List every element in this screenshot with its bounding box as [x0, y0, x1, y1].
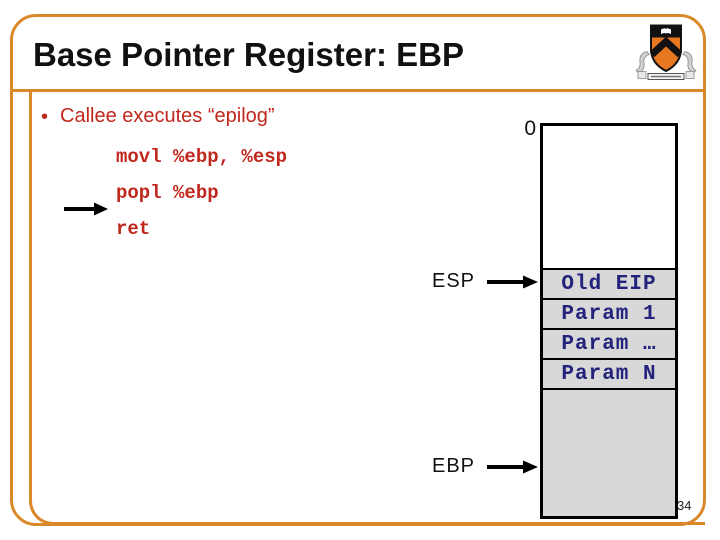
bullet-marker: •	[41, 106, 49, 128]
page-number: 34	[677, 498, 692, 513]
code-line-popl: popl %ebp	[116, 182, 219, 204]
body-border-line	[29, 91, 705, 525]
esp-register-label: ESP	[432, 270, 476, 292]
ebp-register-label: EBP	[432, 455, 476, 477]
stack-empty-region	[543, 126, 675, 268]
stack-frame-region	[543, 388, 675, 516]
stack-cell-old-eip: Old EIP	[543, 268, 675, 298]
page-title: Base Pointer Register: EBP	[33, 36, 464, 73]
ebp-pointer-arrow-icon	[487, 460, 538, 474]
stack-diagram: Old EIP Param 1 Param … Param N	[540, 123, 678, 519]
stack-cell-param-dots: Param …	[543, 328, 675, 358]
title-divider-line	[10, 89, 706, 92]
esp-pointer-arrow-icon	[487, 275, 538, 289]
princeton-shield-icon	[635, 24, 697, 80]
code-line-ret: ret	[116, 218, 151, 240]
stack-cell-param-n: Param N	[543, 358, 675, 388]
code-line-movl: movl %ebp, %esp	[116, 146, 288, 168]
stack-cell-param-1: Param 1	[543, 298, 675, 328]
stack-top-address-label: 0	[524, 117, 536, 140]
current-instruction-arrow-icon	[64, 202, 108, 216]
bullet-text: Callee executes “epilog”	[60, 105, 275, 127]
